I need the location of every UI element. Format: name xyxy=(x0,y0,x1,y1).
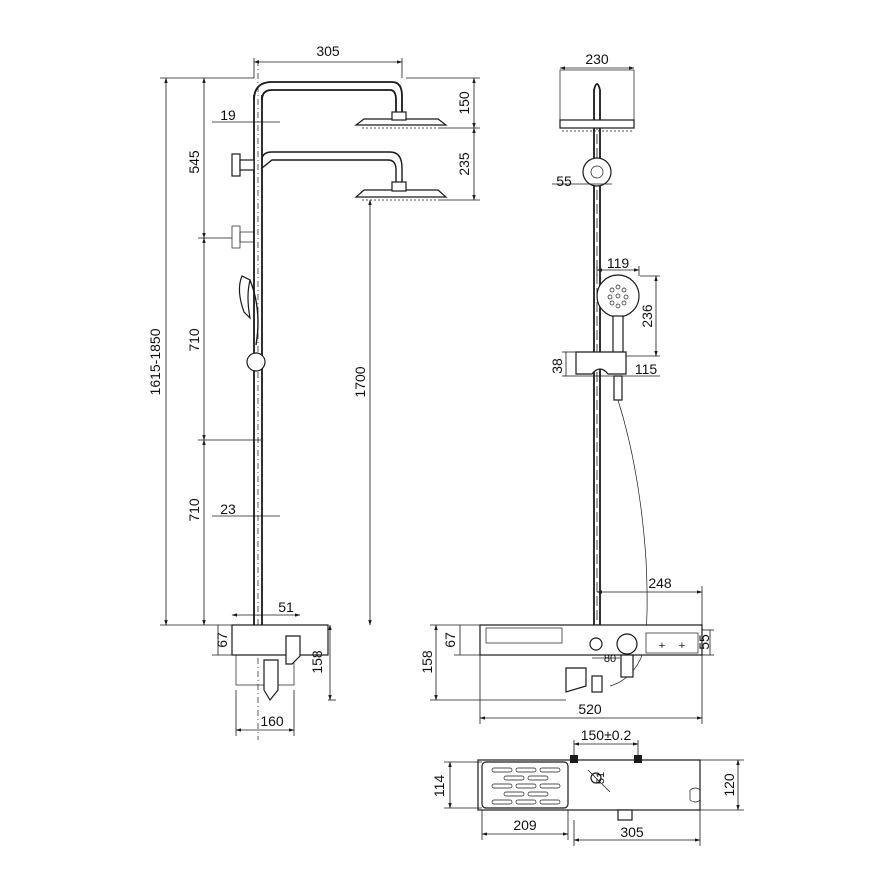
dim-80: 80 xyxy=(604,653,616,665)
dim-67-left: 67 xyxy=(214,632,230,648)
front-upper-head xyxy=(559,119,635,129)
svg-text:+: + xyxy=(659,640,665,652)
dim-1700: 1700 xyxy=(352,366,368,397)
dim-55-plate: 55 xyxy=(556,173,572,189)
dim-305: 305 xyxy=(316,43,340,59)
spout xyxy=(263,659,279,702)
dim-235: 235 xyxy=(456,152,472,176)
head-neck xyxy=(593,83,601,125)
side-view-dimensions: 305 19 150 235 1615-1850 545 710 710 170… xyxy=(147,43,480,736)
top-view-dimensions: 150±0.2 114 120 51 209 305 xyxy=(431,727,744,846)
hose-nut xyxy=(613,375,623,401)
dim-120: 120 xyxy=(721,773,737,797)
hand-shower xyxy=(238,275,251,320)
slider-knob xyxy=(246,352,266,372)
upper-head xyxy=(354,118,448,126)
side-view xyxy=(231,60,448,740)
front-hand-shower xyxy=(596,274,640,318)
top-spout xyxy=(617,809,633,821)
dim-305-bottom: 305 xyxy=(620,824,644,840)
dim-160: 160 xyxy=(260,713,284,729)
top-arm xyxy=(253,81,403,115)
dim-55-right: 55 xyxy=(696,634,712,650)
wall-bracket-lower xyxy=(231,225,241,249)
dim-248: 248 xyxy=(648,575,672,591)
dim-19: 19 xyxy=(220,107,236,123)
dim-150-tol: 150±0.2 xyxy=(581,727,632,743)
dim-119: 119 xyxy=(607,255,630,271)
dim-150: 150 xyxy=(456,91,472,115)
front-spout xyxy=(565,667,587,693)
lower-head xyxy=(354,189,448,198)
dim-23: 23 xyxy=(220,501,236,517)
front-view-dimensions: 230 55 119 236 38 115 248 158 67 xyxy=(419,51,714,724)
dim-545: 545 xyxy=(186,150,202,174)
dim-710-lower: 710 xyxy=(186,498,202,522)
dim-236: 236 xyxy=(639,304,655,328)
front-view: + + xyxy=(479,83,703,693)
dim-67-right: 67 xyxy=(442,632,458,648)
dim-158-left: 158 xyxy=(309,650,325,674)
dim-38: 38 xyxy=(549,358,565,374)
dim-520: 520 xyxy=(578,701,602,717)
dim-51-top: 51 xyxy=(595,772,607,784)
shelf-tray xyxy=(481,761,569,809)
dim-115: 115 xyxy=(635,361,658,377)
tray-slots xyxy=(491,767,561,805)
dim-209: 209 xyxy=(513,817,537,833)
dim-51: 51 xyxy=(278,599,294,615)
wall-bracket-upper xyxy=(231,153,241,177)
lower-arm xyxy=(261,151,403,185)
dim-230: 230 xyxy=(585,51,609,67)
dim-158-right: 158 xyxy=(419,650,435,674)
dim-710-upper: 710 xyxy=(186,328,202,352)
dim-114: 114 xyxy=(431,775,447,798)
slider-bracket xyxy=(575,351,627,375)
wall-plate xyxy=(582,157,612,187)
diverter-knob xyxy=(589,637,603,651)
mixer-handle xyxy=(285,635,301,665)
front-thermo-knob xyxy=(616,633,638,655)
dim-total: 1615-1850 xyxy=(147,328,163,395)
svg-text:+: + xyxy=(679,640,685,652)
top-view xyxy=(477,755,701,821)
